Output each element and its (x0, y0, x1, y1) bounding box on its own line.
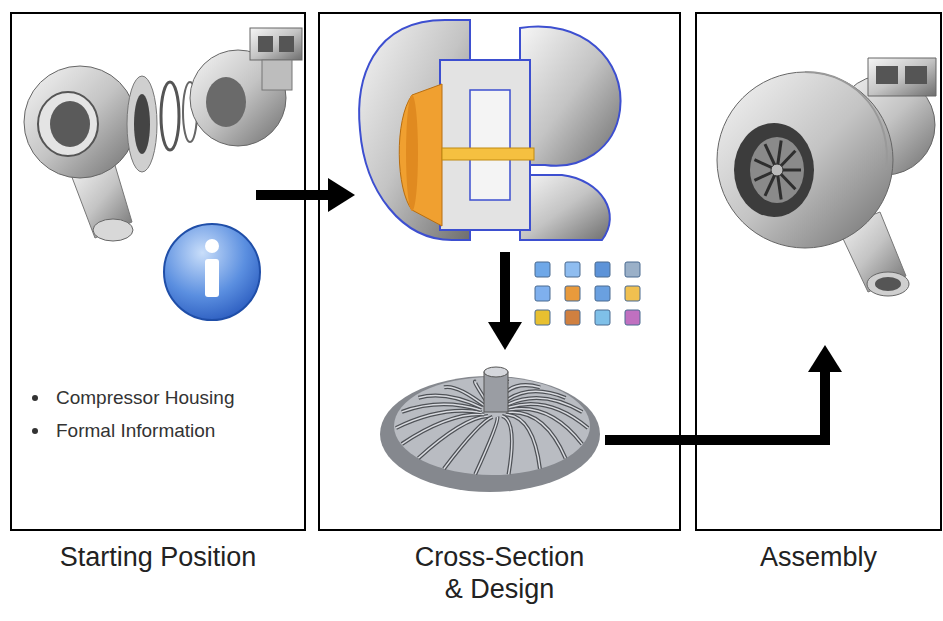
impeller-blade (396, 411, 482, 428)
tool-icon (535, 286, 550, 301)
illustration-part (164, 224, 260, 320)
assembled-turbo (717, 58, 936, 296)
tool-icon (625, 310, 640, 325)
toolbar-icons (535, 262, 640, 325)
impeller-hub (484, 367, 508, 377)
stage-caption: Cross-Section & Design (407, 541, 592, 605)
tool-icon (565, 286, 580, 301)
impeller-blade (418, 416, 488, 458)
bullet-text: Compressor Housing (56, 386, 234, 409)
illustration-part (605, 435, 682, 445)
illustration-part (440, 60, 530, 230)
illustration-part (754, 140, 801, 199)
illustration-part (488, 322, 522, 350)
impeller-blade (418, 416, 488, 458)
tool-icon (535, 310, 550, 325)
illustration-part (127, 76, 157, 172)
illustration-part (134, 94, 150, 154)
stage-caption: Assembly (704, 541, 934, 573)
bullet-dot (32, 395, 38, 401)
illustration-part (205, 239, 219, 253)
illustration-part (520, 175, 610, 240)
stage-panel: Cross-Section & Design (318, 12, 681, 531)
illustration-part (38, 92, 98, 156)
illustration-part (279, 36, 294, 52)
tool-icon (595, 262, 610, 277)
stage-panel: Assembly (695, 12, 942, 531)
bullet-text: Formal Information (56, 419, 215, 442)
arrow-head (328, 178, 355, 212)
impeller-blade (444, 417, 493, 469)
illustration-part (406, 95, 418, 211)
impeller-blade (508, 404, 588, 428)
illustration-part (717, 72, 893, 248)
info-icon (164, 224, 260, 320)
arrow-head (808, 345, 842, 372)
illustration-part (399, 84, 442, 226)
illustration-part (876, 66, 898, 84)
compressor-nut (771, 164, 783, 176)
impeller (380, 367, 600, 492)
impeller-blade (502, 416, 512, 474)
impeller-blade (402, 404, 481, 412)
tool-icon (625, 262, 640, 277)
impeller-blade (402, 404, 481, 412)
flow-arrow (488, 252, 682, 440)
tool-icon (565, 262, 580, 277)
illustration-part (520, 27, 621, 166)
tool-icon (625, 286, 640, 301)
impeller-blade (396, 411, 482, 428)
tool-icon (565, 310, 580, 325)
illustration-part (750, 137, 804, 203)
bullet-dot (32, 428, 38, 434)
tool-icon (535, 262, 550, 277)
illustration-part (93, 219, 133, 241)
arrow-shaft (682, 369, 825, 440)
impeller-blade (508, 404, 588, 428)
illustration-part (875, 277, 901, 291)
impeller-hub (484, 372, 508, 412)
illustration-part (442, 148, 534, 160)
illustration-part (262, 60, 292, 90)
impeller-blade (444, 417, 493, 469)
illustration-part (50, 101, 90, 147)
illustration-part (24, 66, 136, 178)
illustration-part (250, 28, 302, 60)
illustration-part (734, 123, 814, 217)
illustration-part (500, 252, 510, 326)
illustration-part (470, 90, 510, 200)
illustration-part (868, 58, 936, 96)
illustration-part (206, 77, 246, 127)
illustration-part (258, 36, 273, 52)
stage-caption: Starting Position (18, 541, 298, 573)
illustration-part (805, 72, 887, 170)
exploded-turbo (24, 28, 302, 241)
illustration-part (867, 272, 909, 296)
impeller-blade (502, 416, 512, 474)
illustration-part (905, 66, 927, 84)
illustration-part (161, 82, 179, 150)
stage-panel: Starting PositionCompressor HousingForma… (10, 12, 306, 531)
flow-arrow (682, 345, 842, 440)
tool-icon (595, 310, 610, 325)
tool-icon (595, 286, 610, 301)
illustration-part (205, 259, 219, 297)
cross-section (359, 20, 620, 240)
